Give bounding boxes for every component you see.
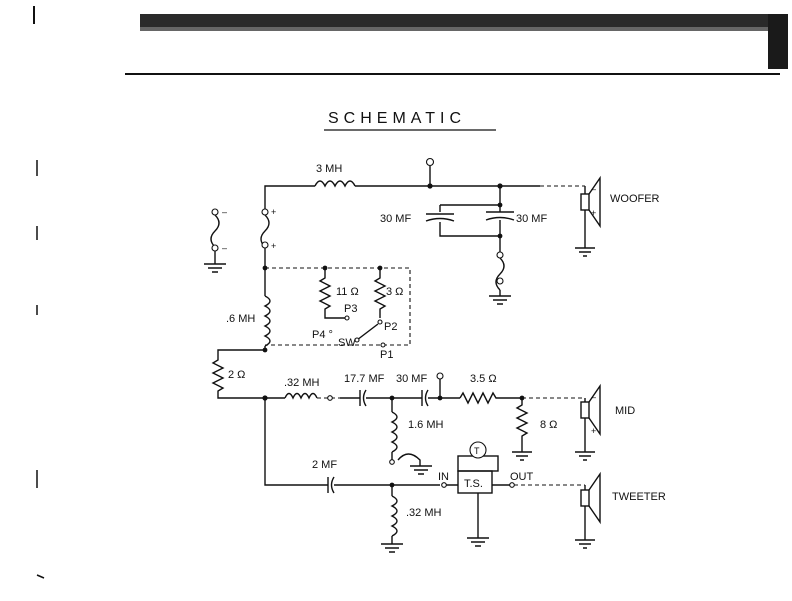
label-r-8: 8 Ω [540,419,557,431]
header-band [33,6,788,75]
series-resistor-2: 2 Ω [211,349,268,401]
svg-text:+: + [591,426,596,436]
label-l-3mh: 3 MH [316,163,342,175]
inductor-1-6mh [390,411,398,453]
svg-text:–: – [591,392,596,402]
label-woofer: WOOFER [610,193,660,205]
svg-text:+: + [271,207,276,217]
attenuator-section: 11 Ω P3 3 Ω P2 SW P4 ° P1 .6 MH [226,265,411,361]
label-out: OUT [510,471,534,483]
svg-text:–: – [222,243,227,253]
label-r-3: 3 Ω [386,286,403,298]
svg-text:–: – [591,184,596,194]
inductor-6mh [263,295,271,347]
label-c-30mf-mid: 30 MF [396,373,427,385]
inductor-32mh-top [284,392,318,400]
page-title: SCHEMATIC [328,110,466,127]
svg-text:–: – [222,207,227,217]
label-sw: SW [338,337,356,349]
label-c-2mf: 2 MF [312,459,337,471]
mid-section: .32 MH 17.7 MF 30 MF 3.5 Ω 8 Ω 1.6 MH [265,372,635,475]
label-c-17-7: 17.7 MF [344,373,385,385]
label-in: IN [438,471,449,483]
label-p1: P1 [380,349,393,361]
label-r-2: 2 Ω [228,369,245,381]
tweeter-section: 2 MF IN T.S. OUT T .32 MH TWEETER [264,398,666,553]
woofer-section: 30 MF 30 MF 3 MH WOOFER – + [264,157,660,305]
label-meter: T [474,446,480,456]
svg-text:+: + [271,241,276,251]
label-r-3-5: 3.5 Ω [470,373,497,385]
label-tweeter: TWEETER [612,491,666,503]
left-margin-marks [36,160,45,579]
svg-text:+: + [591,208,596,218]
label-p4: P4 ° [312,329,333,341]
label-r-11: 11 Ω [336,286,359,298]
label-c-30mf-left: 30 MF [380,213,411,225]
label-p3: P3 [344,303,357,315]
label-l-32mh-top: .32 MH [284,377,320,389]
inductor-32mh-bottom [390,495,398,537]
label-ts: T.S. [464,478,483,490]
label-l-6mh: .6 MH [226,313,255,325]
label-mid: MID [615,405,635,417]
label-c-30mf-right: 30 MF [516,213,547,225]
label-l-32mh-bottom: .32 MH [406,507,442,519]
input-terminals: – – + + [204,207,276,273]
label-p2: P2 [384,321,397,333]
label-l-1-6mh: 1.6 MH [408,419,444,431]
inductor-3mh [314,180,356,188]
